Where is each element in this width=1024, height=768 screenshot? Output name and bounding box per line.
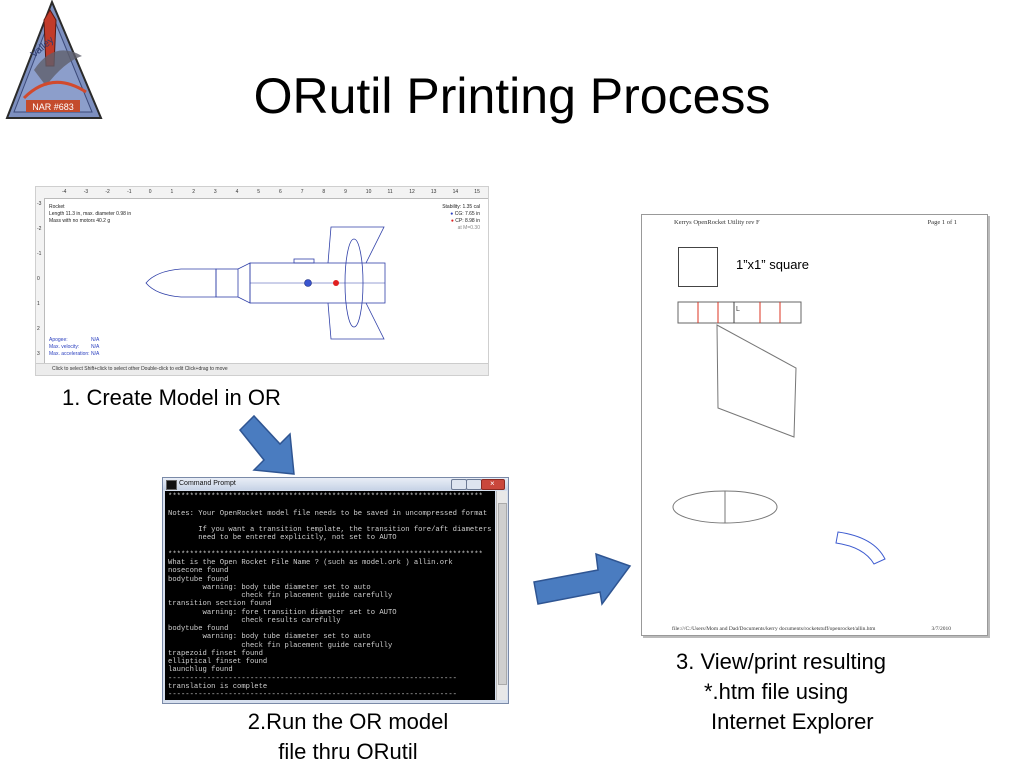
square-label: 1”x1” square — [736, 257, 809, 272]
ruler-tick-label: 12 — [409, 189, 415, 195]
ruler-tick-label: 10 — [365, 189, 372, 195]
square-template — [678, 247, 718, 287]
rocket-length: Length 11.3 in, max. diameter 0.98 in — [49, 211, 132, 217]
rocket-mass: Mass with no motors 40.2 g — [49, 218, 111, 224]
side-tick-label: 1 — [37, 301, 40, 307]
cmd-scrollbar[interactable] — [496, 491, 507, 700]
ruler-tick-label: 0 — [148, 189, 152, 195]
arrow-down-icon — [238, 414, 295, 475]
printout-page: Kerrys OpenRocket Utility rev F Page 1 o… — [641, 214, 988, 636]
ruler-tick-label: 8 — [322, 189, 326, 195]
step2-line2: file thru ORutil — [278, 739, 418, 764]
cmd-scroll-thumb[interactable] — [498, 503, 507, 685]
ruler-tick-label: 14 — [452, 189, 459, 195]
acceleration-value: N/A — [91, 351, 100, 357]
ruler-tick-label: 6 — [279, 189, 282, 195]
stability-value: Stability: 1.35 cal — [442, 204, 480, 210]
printout-header-left: Kerrys OpenRocket Utility rev F — [674, 219, 760, 226]
velocity-label: Max. velocity: — [49, 344, 80, 350]
step2-line1: 2.Run the OR model — [247, 709, 449, 734]
rocket-name: Rocket — [49, 204, 65, 210]
cmd-title-bar: Command Prompt × — [163, 478, 508, 490]
ruler-tick-label: 3 — [213, 189, 217, 195]
side-tick-label: -2 — [37, 226, 42, 232]
flight-data: Apogee: N/A Max. velocity: N/A Max. accele… — [49, 337, 99, 358]
step1-caption: 1. Create Model in OR — [62, 385, 281, 410]
ruler-tick-label: 1 — [170, 189, 174, 195]
step3-line2: *.htm file using — [704, 679, 849, 704]
cmd-title: Command Prompt — [179, 480, 236, 487]
cmd-output-text: ****************************************… — [168, 493, 492, 699]
ruler-tick-label: 9 — [344, 189, 347, 195]
acceleration-label: Max. acceleration: — [49, 351, 90, 357]
ruler-tick-label: 5 — [257, 189, 261, 195]
step2-caption: 2.Run the OR model file thru ORutil — [198, 707, 498, 767]
status-bar: Click to select Shift+click to select ot… — [36, 363, 488, 375]
ruler-tick-label: 4 — [235, 189, 239, 195]
ruler-tick-label: 13 — [430, 189, 437, 195]
ruler-tick-label: -3 — [83, 189, 89, 195]
close-icon: × — [490, 479, 495, 488]
nar-logo: Valley NAR #683 — [5, 0, 103, 119]
command-prompt-window: Command Prompt × ***********************… — [162, 477, 509, 704]
velocity-value: N/A — [91, 344, 100, 350]
ruler-tick-label: 15 — [474, 189, 480, 195]
ruler-tick-label: -4 — [62, 189, 67, 195]
printout-header-right: Page 1 of 1 — [927, 219, 957, 226]
ruler-tick-label: -2 — [105, 189, 110, 195]
logo-text: NAR #683 — [32, 102, 74, 112]
side-tick-label: 0 — [37, 276, 40, 282]
close-button[interactable]: × — [481, 479, 505, 490]
apogee-label: Apogee: — [49, 337, 68, 343]
maximize-button[interactable] — [466, 479, 482, 490]
arrow-right-icon — [533, 552, 632, 606]
guide-label: L — [736, 306, 740, 313]
side-tick-label: 2 — [37, 326, 40, 332]
side-tick-label: -3 — [37, 201, 42, 207]
ruler-tick-label: 2 — [192, 189, 195, 195]
stability-info: Stability: 1.35 cal ● CG: 7.65 in ● CP: … — [436, 204, 480, 232]
step3-line1: 3. View/print resulting — [676, 649, 886, 674]
rocket-drawing — [145, 226, 386, 340]
printout-templates — [672, 301, 886, 565]
step3-line3: Internet Explorer — [711, 709, 874, 734]
slide-title: ORutil Printing Process — [253, 68, 771, 124]
cp-value: CP: 8.98 in — [455, 218, 480, 224]
side-tick-label: -1 — [37, 251, 42, 257]
cmd-output: ****************************************… — [165, 491, 495, 700]
cg-value: CG: 7.65 in — [454, 211, 480, 217]
side-tick-label: 3 — [37, 351, 40, 357]
printout-footer-left: file:///C:/Users/Mom and Dad/Documents/k… — [672, 626, 876, 632]
ruler-tick-label: 7 — [300, 189, 304, 195]
apogee-value: N/A — [91, 337, 100, 343]
minimize-button[interactable] — [451, 479, 467, 490]
printout-footer-date: 3/7/2010 — [931, 626, 951, 632]
rocket-info: Rocket Length 11.3 in, max. diameter 0.9… — [49, 204, 131, 225]
side-ruler — [36, 198, 45, 363]
mach-value: at M=0.30 — [457, 225, 480, 231]
step3-caption: 3. View/print resulting *.htm file using… — [676, 647, 886, 737]
cmd-app-icon — [166, 480, 177, 490]
ruler-tick-label: -1 — [127, 189, 132, 195]
ruler-tick-label: 11 — [387, 189, 393, 195]
top-ruler — [36, 187, 488, 199]
